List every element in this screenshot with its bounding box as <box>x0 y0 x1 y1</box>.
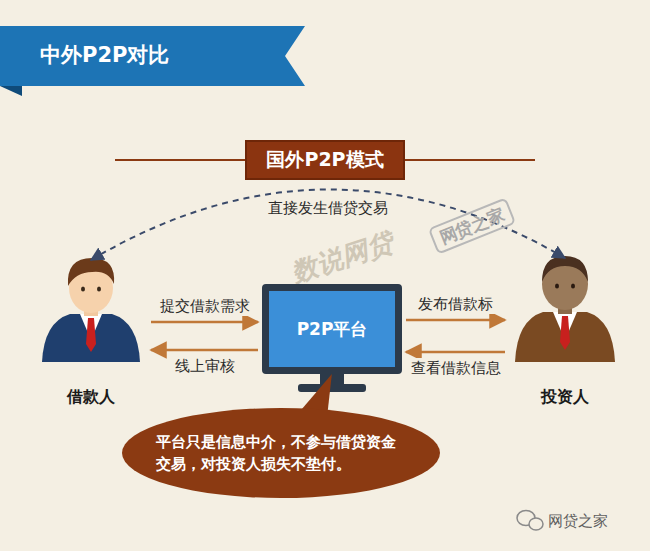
title-text: 中外P2P对比 <box>40 40 169 70</box>
node-text-group: 平台只是信息中介，不参与借贷资金交易，对投资人损失不垫付。 <box>156 431 406 475</box>
connector-label: 直接发生借贷交易 <box>265 198 391 218</box>
borrower-figure <box>42 258 140 362</box>
platform-monitor: P2P平台 <box>262 284 402 374</box>
wechat-icon <box>517 511 543 531</box>
connector-label: 发布借款标 <box>415 294 496 314</box>
connector-label: 线上审核 <box>172 356 238 376</box>
node-text: P2P平台 <box>297 318 368 341</box>
node-text: 平台只是信息中介，不参与借贷资金交易，对投资人损失不垫付。 <box>156 431 406 475</box>
brand-label: 网贷之家 <box>548 510 608 532</box>
node-text-group: 借款人 <box>67 387 115 412</box>
arrow-connector <box>151 349 258 352</box>
node-text: 投资人 <box>541 387 589 412</box>
watermark-stamp: 网贷之家 <box>428 197 516 254</box>
bubble-shape <box>122 408 440 498</box>
arrow-connector <box>406 319 505 322</box>
ribbon-fold <box>0 86 22 96</box>
node-text-group: P2P平台 <box>297 318 368 341</box>
node-text: 国外P2P模式 <box>266 147 383 173</box>
title-ribbon <box>0 26 305 86</box>
speech-bubble: 平台只是信息中介，不参与借贷资金交易，对投资人损失不垫付。 <box>122 408 440 498</box>
arrow-connector <box>151 321 258 324</box>
node-text-group: 投资人 <box>541 387 589 412</box>
bubble-outline <box>122 408 440 498</box>
node-text: 借款人 <box>67 387 115 412</box>
investor-figure <box>515 256 615 362</box>
connector-label: 提交借款需求 <box>157 296 253 316</box>
borrower-node: 借款人 <box>35 256 147 412</box>
node-text-group: 国外P2P模式 <box>266 147 383 173</box>
monitor-stand <box>298 372 366 392</box>
connector-label: 查看借款信息 <box>408 358 504 378</box>
investor-node: 投资人 <box>509 254 621 412</box>
section-box: 国外P2P模式 <box>245 140 405 180</box>
arrow-connector <box>406 351 505 354</box>
watermark-text: 数说网贷 <box>289 230 395 283</box>
